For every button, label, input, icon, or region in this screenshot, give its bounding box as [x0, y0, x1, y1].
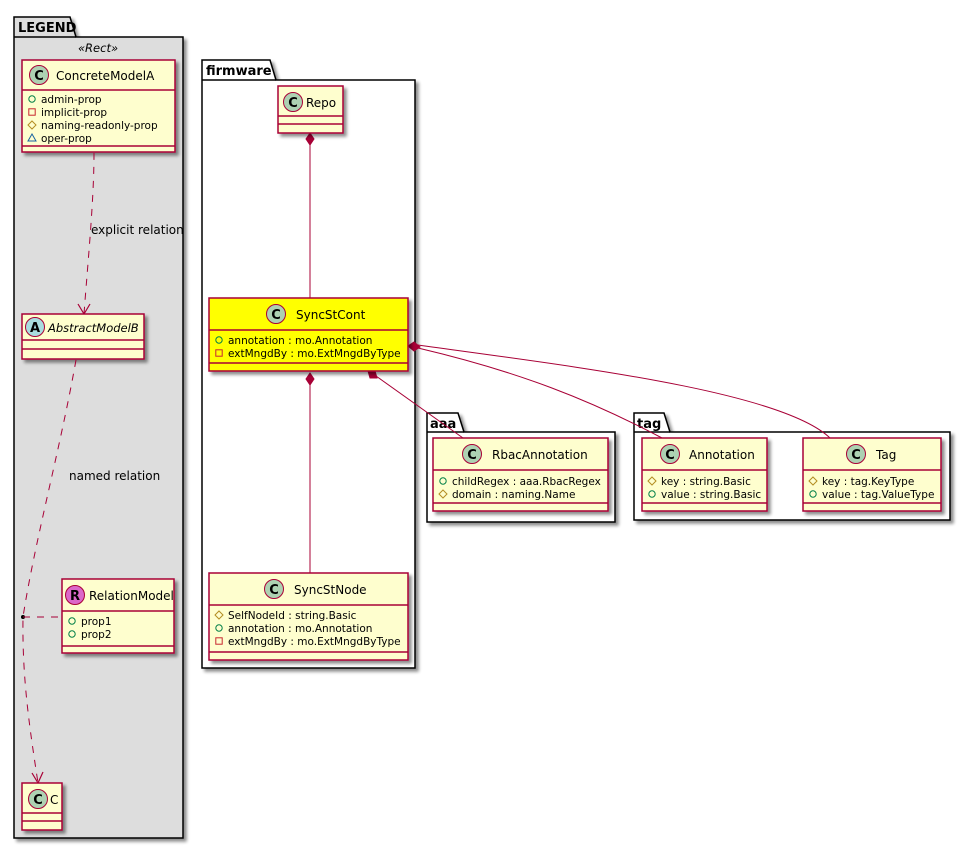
property-row: value : tag.ValueType [822, 489, 934, 501]
class-icon: C [28, 789, 48, 809]
class-name: Repo [306, 96, 336, 110]
composition-diamond [305, 132, 315, 146]
relation-syncstcont-syncstnode [305, 372, 315, 573]
svg-text:C: C [271, 308, 281, 323]
svg-text:C: C [467, 448, 477, 463]
package-title: tag [637, 417, 661, 432]
composition-diamond [305, 372, 315, 386]
property-list: admin-propimplicit-propnaming-readonly-p… [27, 94, 158, 145]
property-row: oper-prop [41, 133, 92, 145]
property-row: naming-readonly-prop [41, 120, 158, 132]
class-icon: C [29, 65, 49, 85]
property-row: childRegex : aaa.RbacRegex [452, 476, 601, 488]
public-visibility-icon [215, 336, 223, 344]
class-name: SyncStNode [294, 583, 367, 597]
property-row: admin-prop [41, 94, 102, 106]
public-visibility-icon [439, 477, 447, 485]
property-row: implicit-prop [41, 107, 107, 119]
svg-text:C: C [33, 793, 43, 808]
package-title: aaa [430, 417, 456, 432]
public-visibility-icon [809, 490, 817, 498]
relation-class-icon: R [65, 585, 85, 605]
property-row: annotation : mo.Annotation [228, 335, 372, 347]
class-name: RbacAnnotation [492, 448, 588, 462]
package-title: LEGEND [18, 21, 77, 36]
svg-text:R: R [70, 589, 80, 604]
class-icon: C [266, 304, 286, 324]
class-name: AbstractModelB [47, 321, 139, 335]
package-stereotype: «Rect» [78, 41, 118, 55]
property-row: key : tag.KeyType [822, 476, 914, 488]
property-row: extMngdBy : mo.ExtMngdByType [228, 636, 401, 648]
public-visibility-icon [215, 624, 223, 632]
property-row: domain : naming.Name [452, 489, 575, 501]
property-row: extMngdBy : mo.ExtMngdByType [228, 348, 401, 360]
composition-diamond [407, 341, 421, 352]
property-row: prop1 [81, 616, 112, 628]
class-sync-st-node[interactable]: C SyncStNode SelfNodeId : string.Basican… [208, 572, 409, 661]
public-visibility-icon [68, 617, 76, 625]
class-abstract-model-b[interactable]: A AbstractModelB [21, 313, 145, 360]
protected-visibility-icon [647, 476, 657, 486]
class-name: RelationModel [89, 589, 174, 603]
class-name: Annotation [689, 448, 755, 462]
class-repo[interactable]: C Repo [277, 85, 344, 134]
class-icon: C [264, 579, 284, 599]
relation-syncstcont-annotation [417, 347, 663, 439]
relation-syncstcont-tag [407, 341, 831, 439]
class-name: SyncStCont [296, 308, 366, 322]
private-visibility-icon [215, 637, 223, 645]
property-row: key : string.Basic [661, 476, 751, 488]
public-visibility-icon [28, 95, 36, 103]
svg-text:C: C [34, 69, 44, 84]
class-icon: C [660, 444, 680, 464]
property-row: prop2 [81, 629, 112, 641]
protected-visibility-icon [808, 476, 818, 486]
relation-syncstcont-rbac [367, 370, 464, 439]
class-c[interactable]: C C [21, 782, 63, 831]
property-row: SelfNodeId : string.Basic [228, 610, 357, 622]
class-name: ConcreteModelA [56, 69, 155, 83]
svg-text:C: C [851, 448, 861, 463]
class-concrete-model-a[interactable]: C ConcreteModelA admin-propimplicit-prop… [21, 59, 176, 153]
public-visibility-icon [648, 490, 656, 498]
protected-visibility-icon [438, 489, 448, 499]
composition-diamond [367, 370, 378, 379]
class-name: Tag [875, 448, 896, 462]
property-row: annotation : mo.Annotation [228, 623, 372, 635]
relation-label: named relation [69, 469, 160, 483]
package-visibility-icon [27, 132, 37, 142]
package-title: firmware [206, 64, 272, 79]
property-row: value : string.Basic [661, 489, 761, 501]
svg-text:A: A [30, 321, 40, 336]
class-name: C [50, 793, 58, 807]
class-icon: C [846, 444, 866, 464]
class-icon: C [283, 92, 303, 112]
svg-text:C: C [269, 583, 279, 598]
class-rbac-annotation[interactable]: C RbacAnnotation childRegex : aaa.RbacRe… [432, 437, 609, 512]
svg-text:C: C [288, 96, 298, 111]
svg-text:C: C [665, 448, 675, 463]
class-sync-st-cont[interactable]: C SyncStCont annotation : mo.Annotatione… [208, 297, 409, 372]
public-visibility-icon [68, 630, 76, 638]
protected-visibility-icon [214, 610, 224, 620]
relation-repo-syncstcont [305, 132, 315, 298]
abstract-class-icon: A [25, 317, 45, 337]
private-visibility-icon [28, 108, 36, 116]
private-visibility-icon [215, 349, 223, 357]
relation-label: explicit relation [91, 223, 184, 237]
class-icon: C [462, 444, 482, 464]
protected-visibility-icon [27, 120, 37, 130]
